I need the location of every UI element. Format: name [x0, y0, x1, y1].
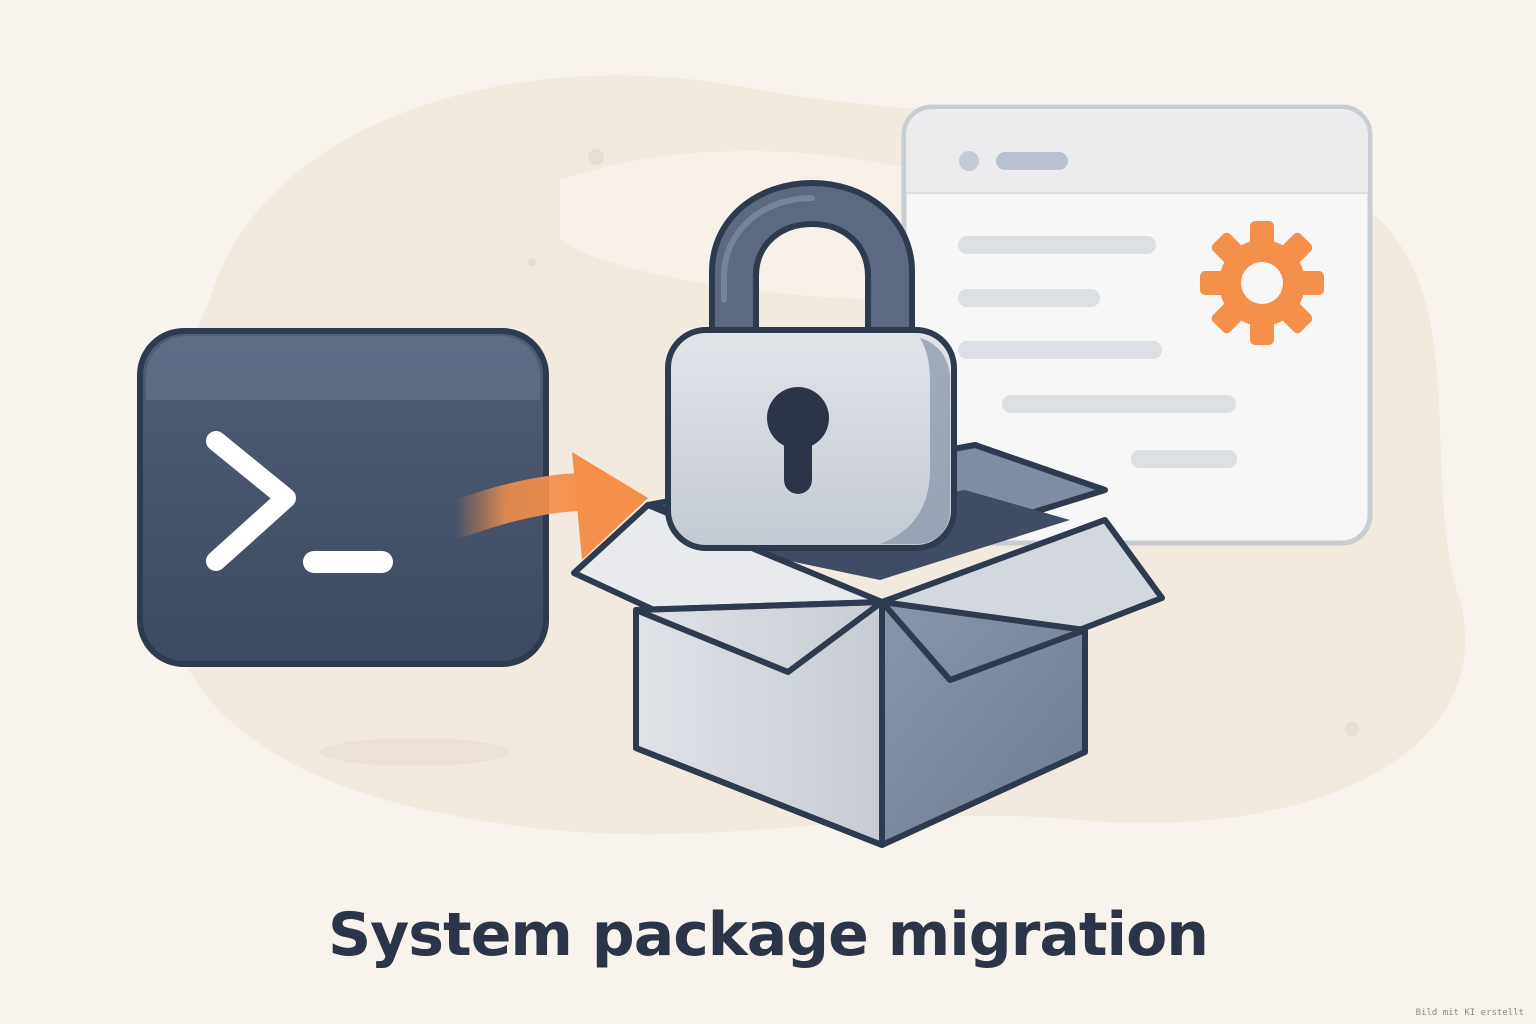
gear-icon	[1200, 221, 1324, 345]
open-box-icon	[571, 442, 1165, 848]
watermark-text: Bild mit KI erstellt	[1415, 1008, 1524, 1018]
terminal-icon	[137, 328, 549, 667]
background-shadow	[320, 738, 510, 766]
arrow-right-icon	[436, 452, 648, 560]
background-dot	[588, 149, 604, 165]
background-dot	[1345, 722, 1359, 736]
page-title: System package migration	[327, 900, 1209, 970]
padlock-icon	[665, 179, 957, 551]
background-dot	[528, 258, 536, 266]
